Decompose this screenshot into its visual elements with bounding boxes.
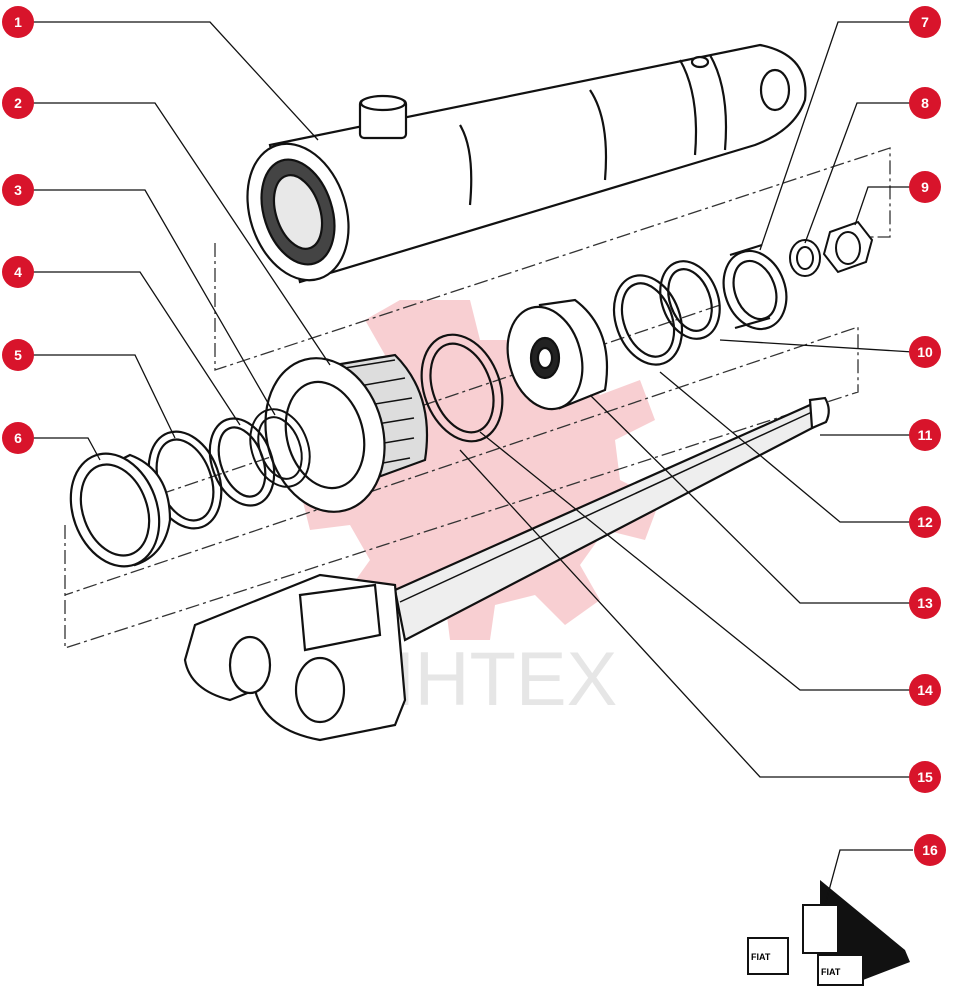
part-14-ring	[420, 333, 504, 443]
kit-label-a: FIAT	[751, 952, 771, 962]
callout-10: 10	[909, 336, 941, 368]
callout-11: 11	[909, 419, 941, 451]
svg-text:13: 13	[917, 595, 933, 611]
callout-15: 15	[909, 761, 941, 793]
svg-text:11: 11	[918, 427, 933, 443]
part-6-wiper	[69, 452, 172, 568]
part-16-seal-kit: FIAT FIAT	[747, 880, 910, 986]
svg-text:9: 9	[921, 179, 929, 195]
callout-6: 6	[2, 422, 34, 454]
part-7-gland-ring	[722, 243, 788, 331]
svg-text:14: 14	[917, 682, 933, 698]
svg-text:2: 2	[14, 95, 22, 111]
part-11-piston-rod	[183, 396, 830, 742]
part-4-seal	[208, 417, 276, 507]
part-9-nut	[822, 220, 874, 274]
callout-5: 5	[2, 339, 34, 371]
callout-8: 8	[909, 87, 941, 119]
callout-4: 4	[2, 256, 34, 288]
callout-14: 14	[909, 674, 941, 706]
leader-lines	[30, 21, 914, 906]
svg-text:16: 16	[922, 842, 938, 858]
part-8-washer	[789, 239, 821, 277]
svg-text:7: 7	[921, 14, 929, 30]
svg-text:5: 5	[14, 347, 22, 363]
part-10-ring	[659, 260, 721, 340]
callout-9: 9	[909, 171, 941, 203]
callouts: 1 2 3 4 5 6 7 8 9 10 11 12 13 14 15 16	[2, 6, 946, 866]
part-12-ring	[612, 274, 684, 366]
part-13-piston	[506, 298, 609, 411]
svg-text:10: 10	[917, 344, 933, 360]
callout-3: 3	[2, 174, 34, 206]
part-2-cylinder-head	[264, 353, 429, 513]
callout-1: 1	[2, 6, 34, 38]
callout-12: 12	[909, 506, 941, 538]
svg-text:15: 15	[917, 769, 933, 785]
callout-2: 2	[2, 87, 34, 119]
callout-16: 16	[914, 834, 946, 866]
svg-text:4: 4	[14, 264, 22, 280]
svg-text:12: 12	[917, 514, 933, 530]
svg-text:3: 3	[14, 182, 22, 198]
svg-text:1: 1	[14, 14, 22, 30]
kit-label-b: FIAT	[821, 967, 841, 977]
callout-13: 13	[909, 587, 941, 619]
svg-text:6: 6	[14, 430, 22, 446]
callout-7: 7	[909, 6, 941, 38]
cylinder-barrel	[246, 43, 807, 284]
svg-text:8: 8	[921, 95, 929, 111]
